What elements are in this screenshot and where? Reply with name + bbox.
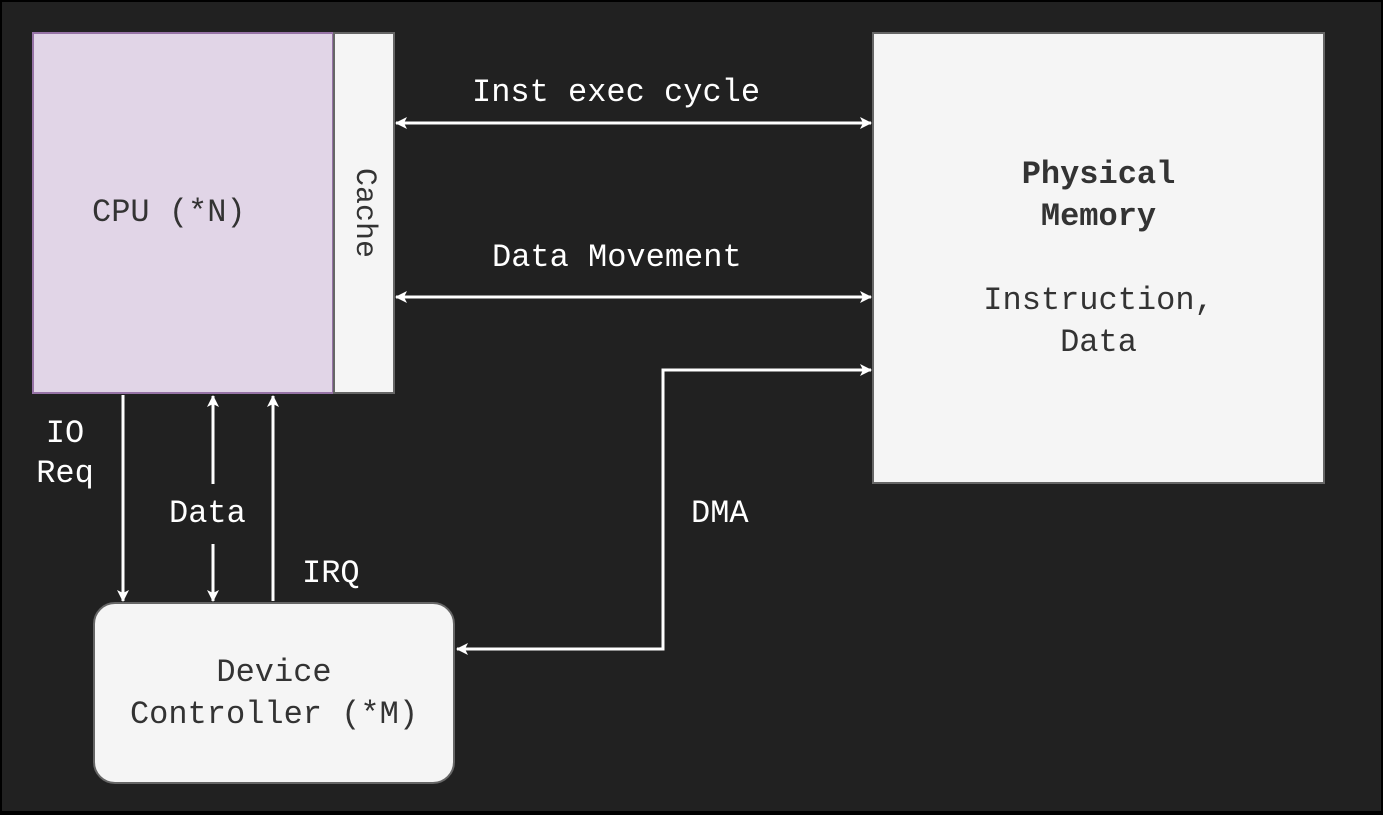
device-controller-label: Device Controller (*M) <box>129 654 419 733</box>
io-req-label: IO Req <box>36 415 94 492</box>
memory-subtitle: Instruction, Data <box>983 282 1214 361</box>
dma-label: DMA <box>691 495 749 532</box>
physical-memory-box <box>872 32 1325 484</box>
cpu-label: CPU (*N) <box>92 194 246 231</box>
dma-arrow <box>456 364 872 655</box>
cache-box <box>333 32 395 394</box>
irq-label: IRQ <box>302 555 360 592</box>
inst-exec-label: Inst exec cycle <box>472 74 761 111</box>
device-controller-box <box>93 602 455 784</box>
data-movement-label: Data Movement <box>492 239 742 276</box>
data-label: Data <box>169 495 246 532</box>
cpu-box <box>32 32 334 394</box>
memory-title: Physical Memory <box>1021 156 1176 235</box>
